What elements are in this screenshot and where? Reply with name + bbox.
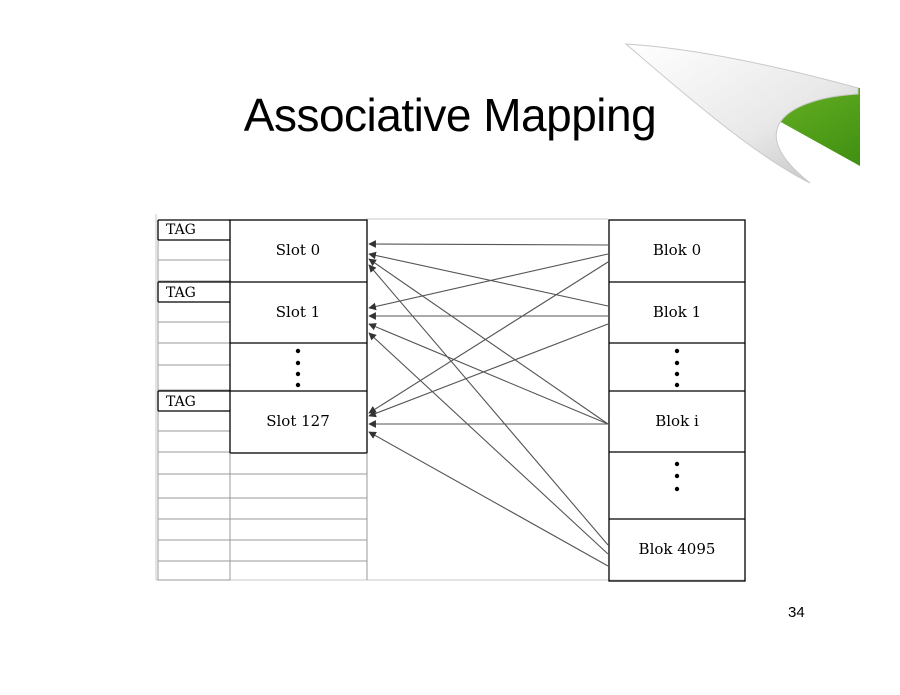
arrow-blok1-slot127 [368,323,609,418]
block-ellipsis-dots-lower [674,461,680,492]
arrow-blok4095-slot127 [368,431,609,567]
block-ellipsis-dots-upper [674,348,680,388]
tag-boxes [157,219,230,412]
slot-127-label: Slot 127 [266,412,330,430]
tag-label-0: TAG [166,222,196,238]
arrow-blok0-slot1 [368,253,609,311]
arrow-blok0-slot0 [368,240,609,248]
main-memory-column [608,219,746,582]
arrow-blok4095-slot0 [368,264,609,546]
cache-slot-column [229,219,368,580]
blok-0-label: Blok 0 [653,241,701,259]
arrow-blok1-slot0 [368,251,609,307]
arrow-bloki-slot1 [368,323,609,425]
arrow-blok4095-slot1 [368,332,609,555]
page-curl-decoration [624,43,860,184]
slot-ellipsis-dots [295,348,301,388]
slot-0-label: Slot 0 [276,241,320,259]
blok-1-label: Blok 1 [653,303,701,321]
blok-4095-label: Blok 4095 [639,540,716,558]
arrow-bloki-slot0 [368,258,609,425]
blok-i-label: Blok i [655,412,699,430]
arrow-blok0-slot127 [368,261,609,414]
slide-title: Associative Mapping [243,89,657,141]
associative-mapping-diagram: TAG TAG TAG Slot 0 Slot 1 Slot 127 Blok … [155,214,746,582]
tag-label-1: TAG [166,285,196,301]
diagram-frame [155,214,746,581]
page-number: 34 [788,604,805,621]
tag-label-127: TAG [166,394,196,410]
mapping-arrows [368,240,609,567]
slot-1-label: Slot 1 [276,303,320,321]
